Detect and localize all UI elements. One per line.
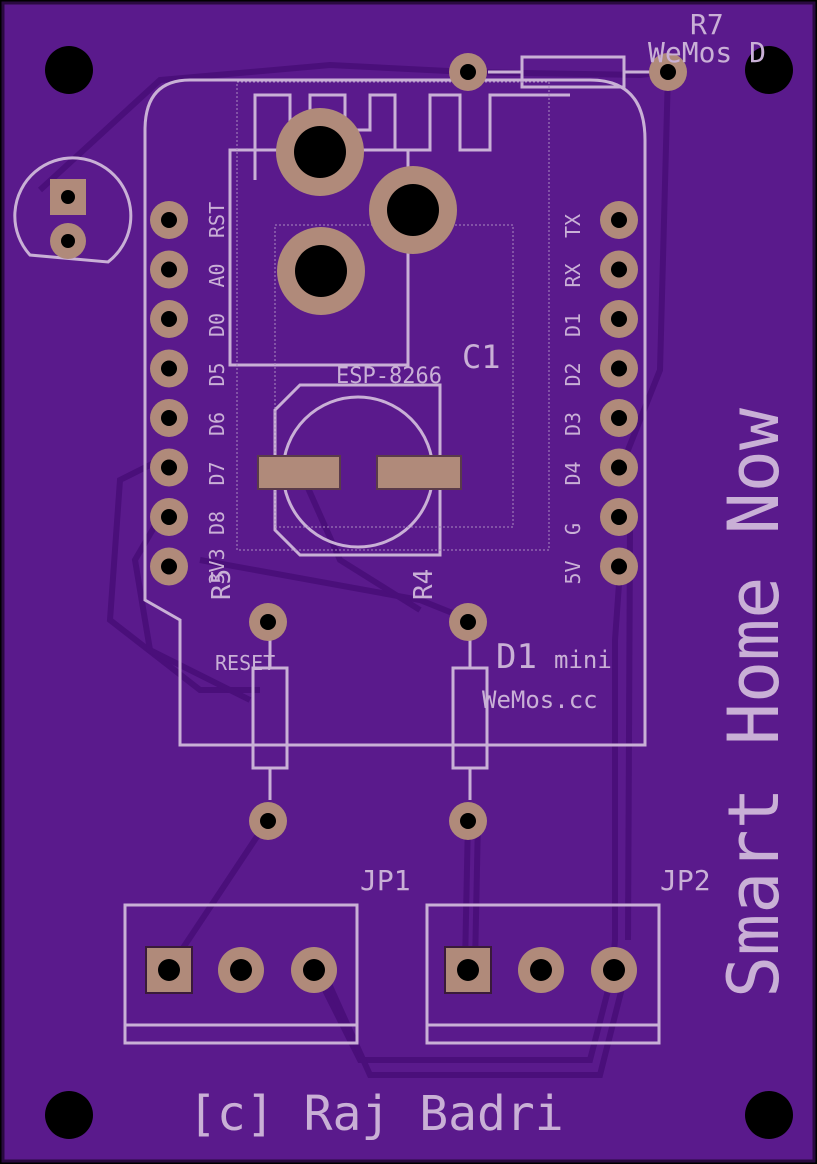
jp1-label: JP1	[360, 864, 411, 897]
left-pin-label-rst: RST	[205, 202, 229, 238]
jp1-housing-lip	[123, 1023, 359, 1045]
mounting-hole-top-left	[45, 46, 93, 94]
jp2-label: JP2	[660, 864, 711, 897]
smd-pad-right	[376, 455, 462, 490]
left-header-pads	[150, 201, 188, 586]
esp-module-dotted-outline	[274, 224, 514, 528]
mounting-hole-bottom-left	[45, 1091, 93, 1139]
wemos-brand-label: WeMos.cc	[482, 686, 598, 714]
d1-label: D1	[496, 637, 537, 677]
left-pin-label-d5: D5	[205, 362, 229, 386]
mounting-hole-top-right	[745, 46, 793, 94]
copper-traces	[37, 61, 671, 1078]
smd-pad-left	[257, 455, 341, 490]
mini-label: mini	[554, 646, 612, 674]
left-pin-label-d8: D8	[205, 511, 229, 535]
wemos-top-label: WeMos D	[648, 36, 766, 69]
r4-label: R4	[409, 569, 439, 600]
reset-label: RESET	[215, 651, 275, 675]
capacitor-body-outline	[273, 383, 442, 557]
esp-8266-label: ESP-8266	[336, 364, 442, 389]
module-outline	[143, 78, 647, 747]
credit-text: [c] Raj Badri	[188, 1086, 564, 1142]
right-pin-label-d1: D1	[561, 313, 585, 337]
mounting-holes	[45, 46, 793, 1139]
c1-label: C1	[462, 338, 501, 376]
large-pads	[276, 108, 457, 315]
board-title: Smart Home Now	[713, 407, 795, 998]
right-pin-label-d2: D2	[561, 362, 585, 386]
transistor-outline	[13, 156, 133, 264]
through-hole-pads	[50, 53, 687, 994]
r5-label: R5	[207, 569, 237, 600]
left-pin-label-d7: D7	[205, 461, 229, 485]
right-pin-label-5v: 5V	[561, 560, 585, 584]
esp-shield-dotted-outline	[236, 81, 550, 551]
right-header-pads	[600, 201, 638, 586]
jp2-housing-lip	[425, 1023, 661, 1045]
left-pin-label-d0: D0	[205, 313, 229, 337]
right-pin-label-rx: RX	[561, 263, 585, 287]
right-pin-label-d4: D4	[561, 461, 585, 485]
r7-label: R7	[690, 8, 724, 41]
mounting-hole-bottom-right	[745, 1091, 793, 1139]
left-pin-label-d6: D6	[205, 412, 229, 436]
right-pin-label-tx: TX	[561, 214, 585, 238]
left-pin-label-a0: A0	[205, 263, 229, 287]
right-pin-label-d3: D3	[561, 412, 585, 436]
left-pin-label-3v3: 3V3	[205, 548, 229, 584]
right-pin-label-g: G	[561, 523, 585, 535]
